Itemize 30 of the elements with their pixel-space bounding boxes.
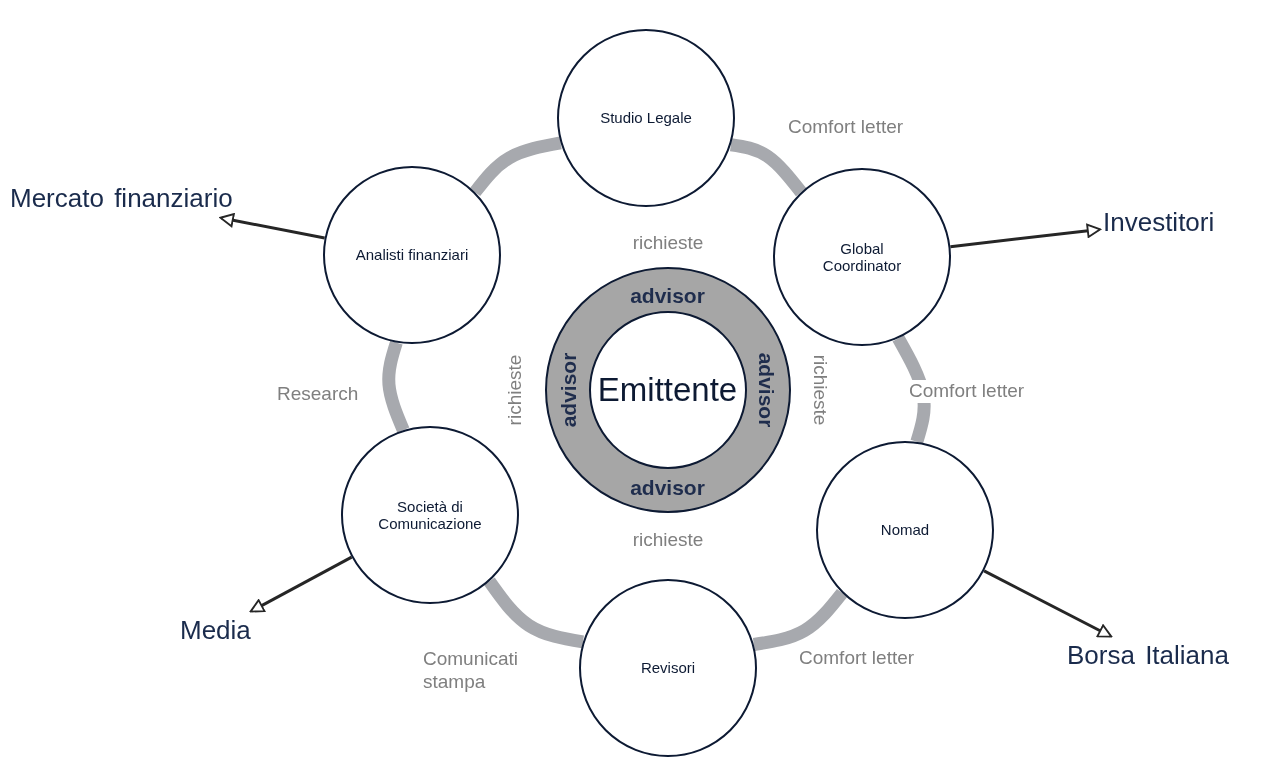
node-label: Società di Comunicazione: [377, 497, 483, 533]
ring-label: advisor: [630, 284, 705, 308]
connector-band: [469, 136, 562, 197]
ring-label: advisor: [753, 352, 778, 427]
node-label: Studio Legale: [600, 109, 692, 127]
node-label: Revisori: [640, 659, 696, 677]
flow-label: richieste: [632, 529, 704, 551]
arrow: [983, 569, 1113, 638]
arrow: [219, 213, 325, 240]
node-label: Analisti finanziari: [355, 246, 469, 264]
connector-band: [484, 577, 584, 649]
connector-band: [729, 138, 807, 197]
connector-band: [892, 335, 931, 444]
flow-label: richieste: [632, 232, 704, 254]
arrow: [950, 223, 1102, 249]
target-label: Borsa Italiana: [1067, 640, 1229, 671]
node-label: Global Coordinator: [821, 239, 903, 275]
connector-band: [752, 588, 848, 651]
node-label: Emittente: [597, 370, 738, 409]
arrow: [249, 555, 353, 613]
target-label: Media: [180, 615, 251, 646]
ring-label: advisor: [557, 352, 582, 427]
target-label: Investitori: [1103, 207, 1215, 238]
edge-label: Comfort letter: [909, 380, 1025, 403]
connector-band: [382, 340, 410, 433]
node-label: Nomad: [880, 521, 930, 539]
flow-label: richieste: [809, 354, 831, 426]
ring-label: advisor: [630, 475, 705, 500]
flow-label: richieste: [504, 354, 526, 426]
target-label: Mercato finanziario: [10, 183, 233, 214]
